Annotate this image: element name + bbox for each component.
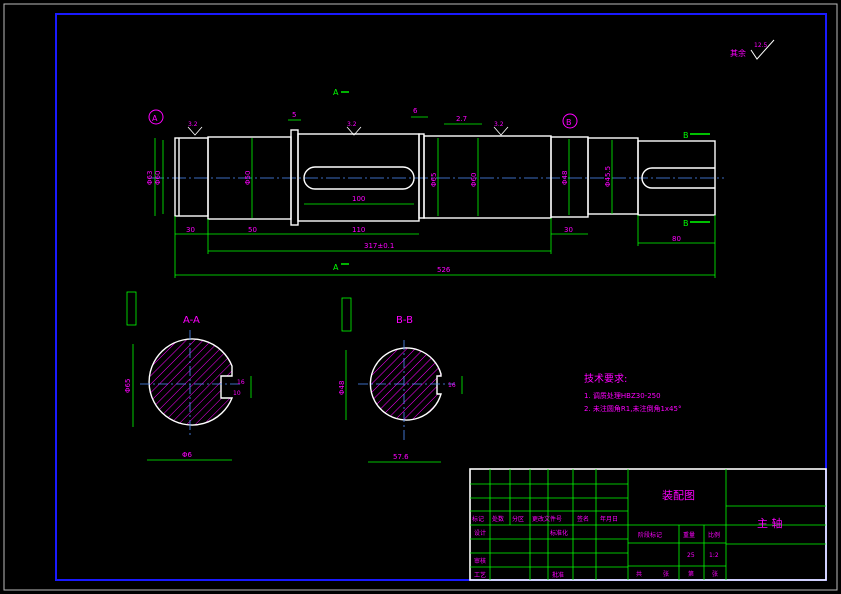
svg-text:3.2: 3.2	[188, 121, 198, 128]
roughness-label: 其余	[730, 48, 746, 58]
svg-text:5: 5	[292, 111, 296, 119]
svg-text:Φ60: Φ60	[470, 173, 478, 187]
segment-5	[550, 136, 589, 218]
outer-frame	[3, 3, 838, 591]
svg-text:阶段标记: 阶段标记	[638, 531, 662, 539]
svg-text:Φ6: Φ6	[182, 451, 193, 459]
svg-text:Φ48: Φ48	[338, 381, 346, 395]
svg-text:共: 共	[636, 570, 642, 578]
section-b-top: B	[683, 131, 689, 140]
svg-text:张: 张	[663, 570, 669, 578]
segment-1	[174, 137, 209, 217]
svg-text:Φ65: Φ65	[430, 173, 438, 187]
tech-req-item-1: 1. 调质处理HBZ30-250	[584, 391, 661, 400]
section-bb: B-B Φ48 57.6 16	[338, 297, 463, 463]
svg-text:16: 16	[448, 382, 456, 389]
svg-text:Φ48: Φ48	[561, 171, 569, 185]
roughness-value: 12.5	[754, 42, 768, 49]
svg-text:2.7: 2.7	[456, 115, 467, 123]
collar-1	[290, 129, 299, 226]
length-dimensions: 30 50 110 100 30 80 317±0.1 526	[174, 195, 716, 278]
svg-text:3.2: 3.2	[347, 121, 357, 128]
segment-7	[637, 140, 716, 216]
svg-text:审核: 审核	[474, 557, 486, 565]
svg-text:3.2: 3.2	[494, 121, 504, 128]
title-block: 装配图 主 轴 标记 处数 分区 更改文件号 签名 年月日 设计 标准化 审核 …	[469, 468, 827, 581]
roughness-marks: 3.2 3.2 3.2	[187, 121, 509, 136]
section-markers: A A B B	[333, 88, 689, 272]
weight-value: 25	[687, 552, 695, 559]
svg-text:110: 110	[352, 226, 365, 234]
shaft-main-view	[150, 91, 724, 265]
svg-text:分区: 分区	[512, 515, 524, 523]
svg-text:Φ45.5: Φ45.5	[604, 166, 612, 187]
svg-text:Φ65: Φ65	[124, 379, 132, 393]
svg-text:57.6: 57.6	[393, 453, 409, 461]
section-a-top: A	[333, 88, 339, 97]
svg-text:80: 80	[672, 235, 681, 243]
segment-6	[587, 137, 639, 215]
svg-text:Φ50: Φ50	[244, 171, 252, 185]
svg-text:设计: 设计	[474, 529, 486, 537]
svg-text:6: 6	[413, 107, 418, 115]
datum-b: B	[566, 118, 572, 127]
svg-text:317±0.1: 317±0.1	[364, 242, 394, 250]
section-aa: A-A Φ65 Φ6 16 10	[124, 291, 252, 461]
keyway-2	[641, 167, 715, 189]
svg-text:30: 30	[186, 226, 195, 234]
roughness-symbol	[750, 39, 775, 60]
svg-text:比例: 比例	[708, 531, 720, 539]
segment-3	[297, 133, 420, 222]
segment-4	[423, 135, 552, 219]
collar-2	[418, 133, 425, 219]
svg-text:标记: 标记	[472, 515, 484, 523]
svg-text:第: 第	[688, 570, 694, 578]
keyway-1	[303, 166, 415, 190]
svg-text:10: 10	[233, 390, 241, 397]
svg-text:处数: 处数	[492, 515, 504, 523]
svg-text:100: 100	[352, 195, 365, 203]
svg-text:年月日: 年月日	[600, 515, 618, 523]
top-dimensions: 5 6 2.7	[288, 107, 482, 125]
svg-text:Φ60: Φ60	[154, 171, 162, 185]
section-aa-title: A-A	[183, 315, 200, 326]
scale-value: 1:2	[709, 552, 719, 559]
tech-requirements: 技术要求: 1. 调质处理HBZ30-250 2. 未注圆角R1,未注倒角1x4…	[584, 372, 681, 413]
diameter-dimensions: Φ63 Φ60 Φ50 Φ65 Φ60 Φ48 Φ45.5	[146, 138, 613, 218]
svg-text:重量: 重量	[683, 531, 695, 539]
svg-text:更改文件号: 更改文件号	[532, 515, 562, 523]
svg-text:标准化: 标准化	[550, 529, 568, 537]
section-a-bottom: A	[333, 263, 339, 272]
roughness-note: 其余 12.5	[730, 39, 775, 60]
svg-text:批准: 批准	[552, 571, 564, 579]
tech-req-item-2: 2. 未注圆角R1,未注倒角1x45°	[584, 404, 681, 413]
svg-text:签名: 签名	[577, 515, 589, 523]
inner-border	[55, 13, 827, 581]
datum-a-circle	[148, 109, 164, 125]
svg-text:526: 526	[437, 266, 451, 274]
datum-b-circle	[562, 113, 578, 129]
section-bb-profile	[369, 347, 442, 421]
svg-text:16: 16	[237, 379, 245, 386]
svg-text:30: 30	[564, 226, 573, 234]
svg-text:50: 50	[248, 226, 257, 234]
section-b-bottom: B	[683, 219, 689, 228]
datum-a: A	[152, 114, 158, 123]
section-aa-profile	[148, 338, 234, 426]
tech-req-title: 技术要求:	[584, 372, 627, 385]
part-name: 主 轴	[757, 516, 783, 530]
datum-markers: A B	[148, 109, 578, 129]
svg-text:张: 张	[712, 570, 718, 578]
svg-text:Φ63: Φ63	[146, 171, 154, 185]
section-bb-title: B-B	[396, 315, 413, 326]
drawing-type: 装配图	[662, 489, 695, 502]
svg-text:工艺: 工艺	[474, 571, 486, 579]
